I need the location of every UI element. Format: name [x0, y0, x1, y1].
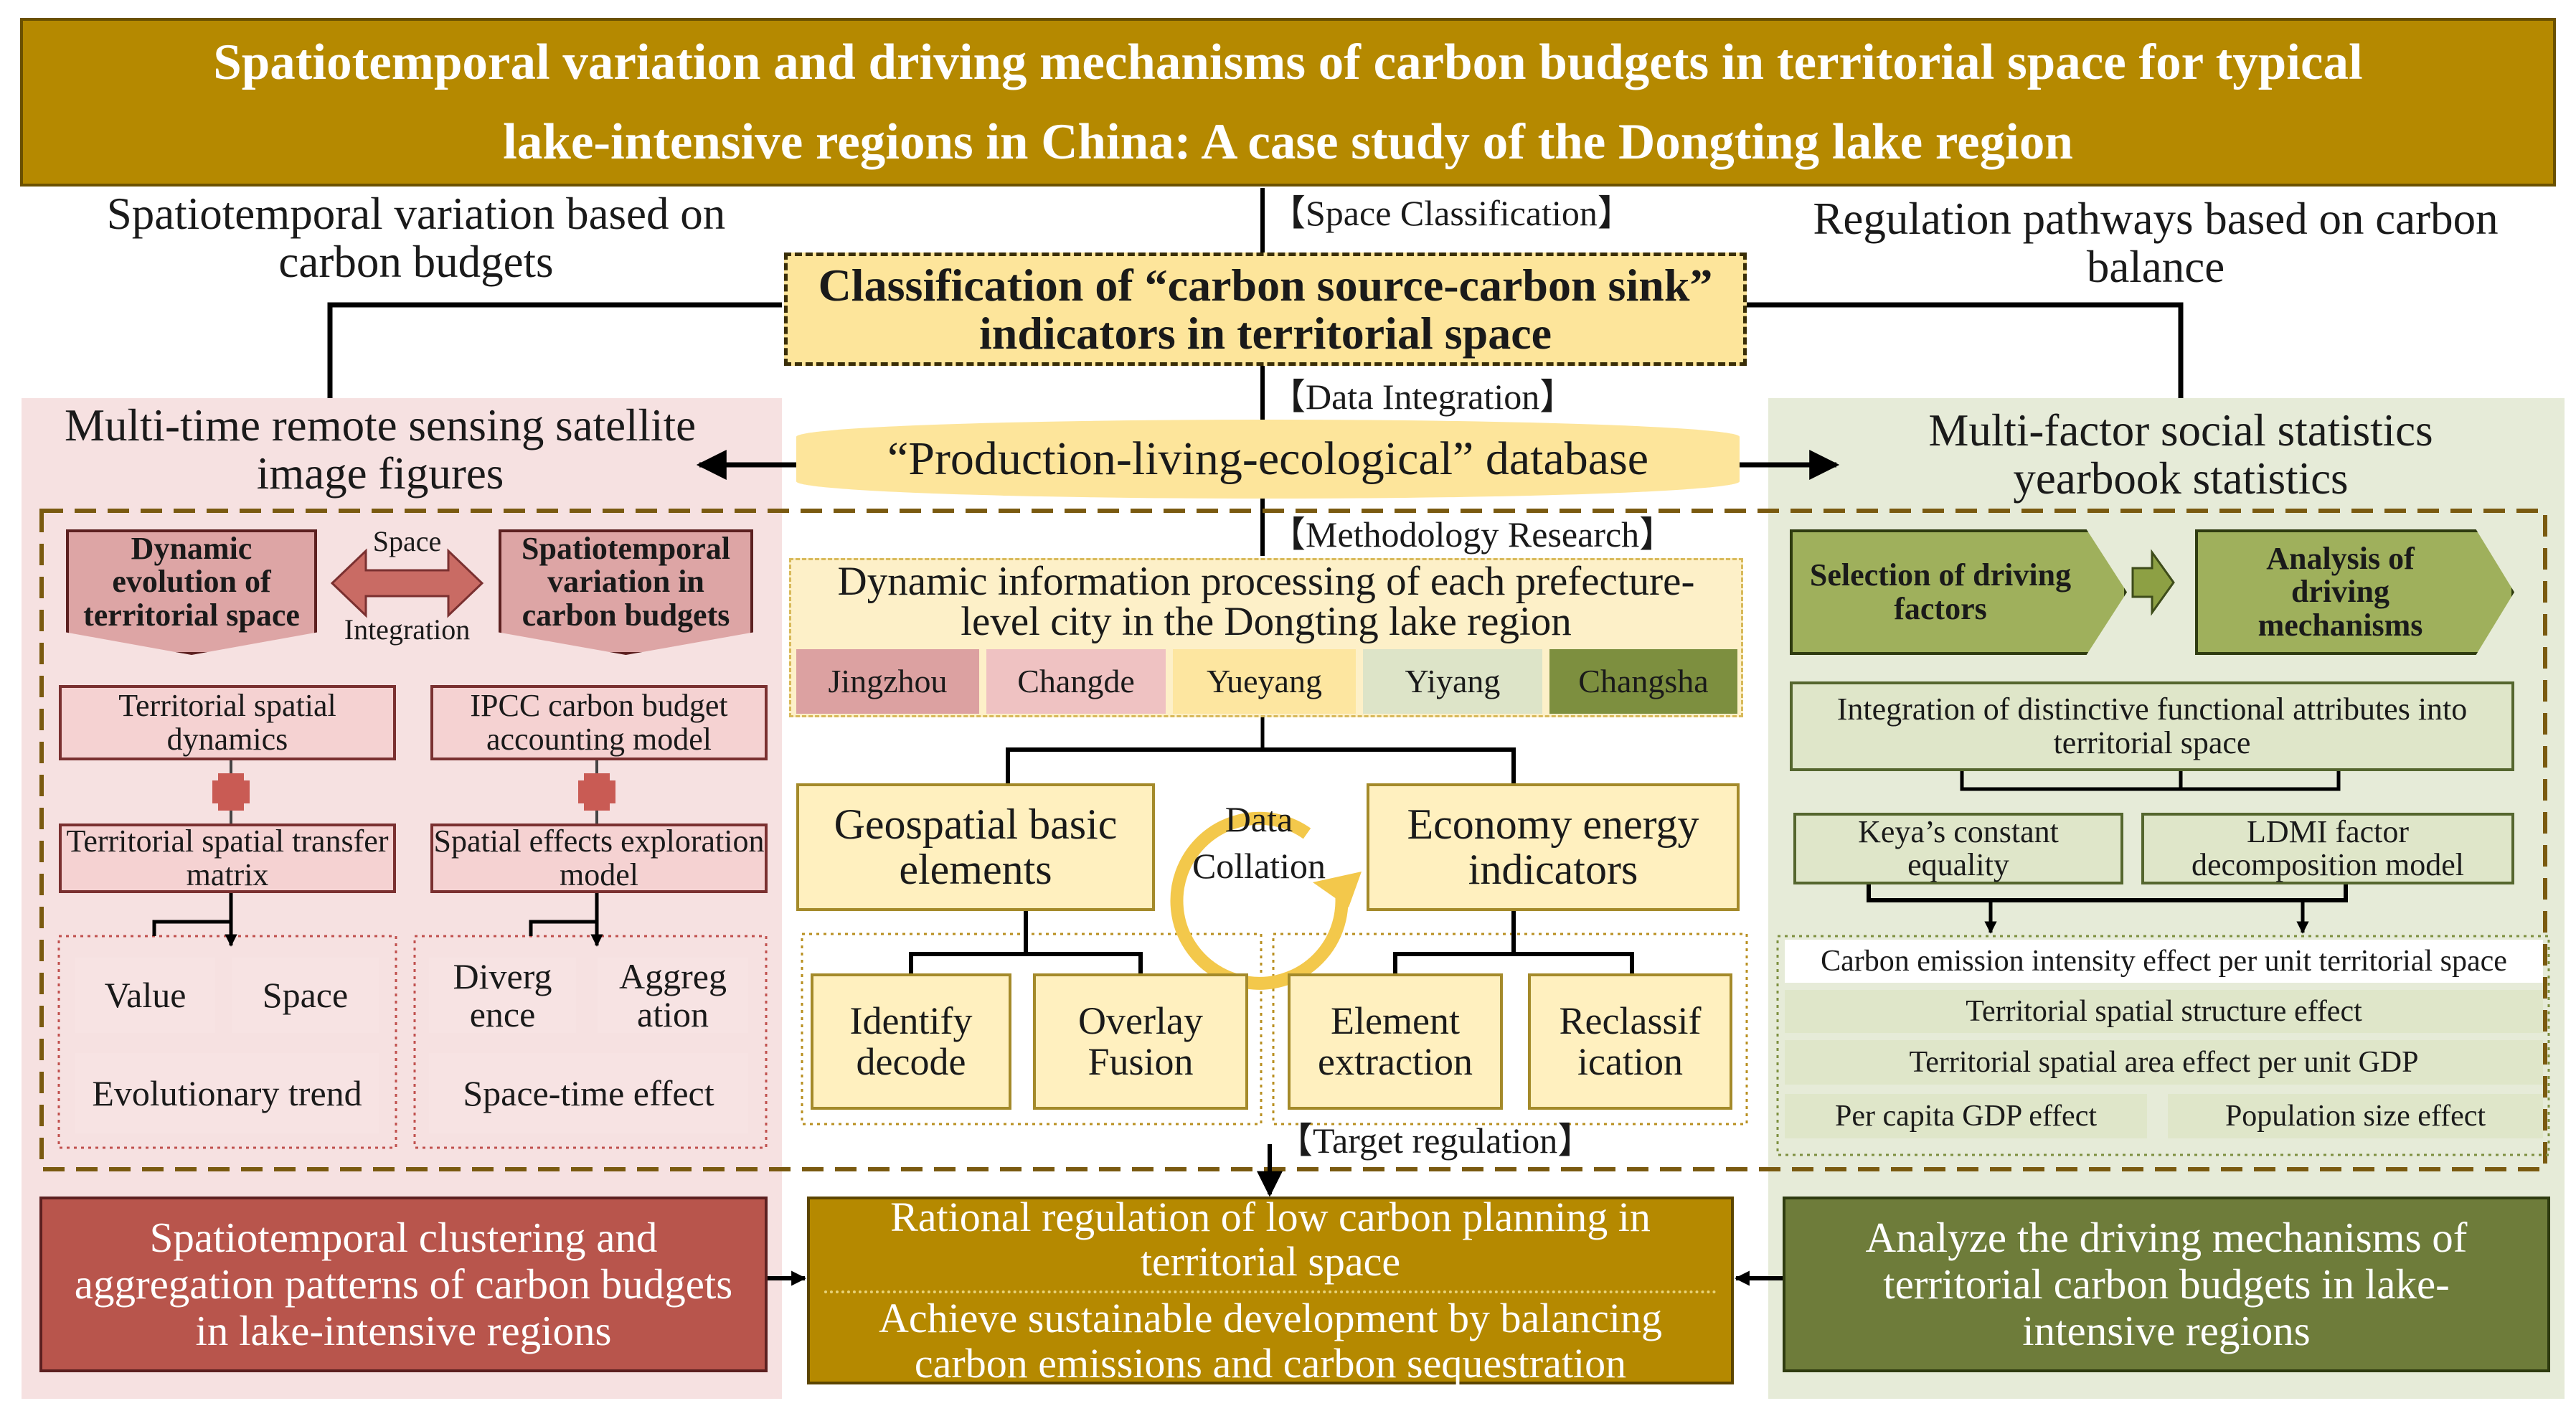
dynamic-info-text: Dynamic information processing of each p…: [837, 559, 1695, 644]
main-title-line-2: lake-intensive regions in China: A case …: [503, 113, 2073, 170]
cell-evolutionary-trend: Evolutionary trend: [75, 1053, 379, 1133]
box-geospatial-elements: Geospatial basic elements: [796, 783, 1155, 911]
database: “Production-living-ecological” database: [796, 420, 1740, 499]
outcome-divider: [824, 1290, 1717, 1293]
left-column-heading: Spatiotemporal variation based on carbon…: [106, 189, 726, 287]
box-economy-energy-indicators: Economy energy indicators: [1367, 783, 1740, 911]
box-ldmi-decomposition-model: LDMI factor decomposition model: [2141, 813, 2514, 884]
city-changsha: Changsha: [1549, 649, 1737, 714]
stage-data-integration: 【Data Integration】: [1270, 377, 1576, 417]
cell-value: Value: [75, 958, 215, 1033]
box-overlay-fusion: Overlay Fusion: [1033, 973, 1248, 1110]
banner-selection-driving-factors: Selection of driving factors: [1790, 529, 2127, 655]
cell-aggregation: Aggreg ation: [598, 958, 748, 1033]
effect-per-capita-gdp: Per capita GDP effect: [1785, 1094, 2147, 1138]
banner-spatiotemporal-variation: Spatiotemporal variation in carbon budge…: [499, 529, 753, 655]
data-collation-label: Data Collation: [1192, 799, 1326, 886]
left-panel-heading: Multi-time remote sensing satellite imag…: [64, 400, 697, 499]
box-spatial-effects-model: Spatial effects exploration model: [430, 824, 768, 893]
outcome-rational-regulation: Rational regulation of low carbon planni…: [807, 1193, 1734, 1387]
classification-box: Classification of “carbon source-carbon …: [784, 253, 1747, 366]
double-arrow-label-top: Space: [372, 525, 442, 557]
box-identify-decode: Identify decode: [811, 973, 1011, 1110]
city-yueyang: Yueyang: [1173, 649, 1356, 714]
box-reclassification: Reclassif ication: [1528, 973, 1732, 1110]
box-ipcc-accounting-model: IPCC carbon budget accounting model: [430, 685, 768, 760]
city-changde: Changde: [986, 649, 1166, 714]
outcome-sustainable-text: Achieve sustainable development by balan…: [879, 1295, 1662, 1387]
box-element-extraction: Element extraction: [1288, 973, 1503, 1110]
box-keya-constant-equality: Keya’s constant equality: [1793, 813, 2123, 884]
double-arrow-label-bottom: Integration: [344, 613, 471, 646]
banner-analysis-driving-mechanisms: Analysis of driving mechanisms: [2195, 529, 2514, 655]
outcome-spatiotemporal-clustering: Spatiotemporal clustering and aggregatio…: [39, 1197, 768, 1372]
banner-dynamic-evolution: Dynamic evolution of territorial space: [66, 529, 317, 655]
effect-population-size: Population size effect: [2168, 1094, 2543, 1138]
outcome-driving-mechanisms: Analyze the driving mechanisms of territ…: [1783, 1197, 2550, 1372]
main-title-line-1: Spatiotemporal variation and driving mec…: [213, 34, 2363, 91]
stage-space-classification: 【Space Classification】: [1270, 193, 1633, 233]
stage-target-regulation: 【Target regulation】: [1277, 1120, 1594, 1161]
stage-methodology-research: 【Methodology Research】: [1270, 514, 1676, 555]
box-territorial-spatial-transfer-matrix: Territorial spatial transfer matrix: [59, 824, 396, 893]
outcome-regulation-text: Rational regulation of low carbon planni…: [890, 1193, 1651, 1285]
effect-territorial-spatial-area: Territorial spatial area effect per unit…: [1785, 1040, 2543, 1085]
cell-space: Space: [232, 958, 379, 1033]
city-jingzhou: Jingzhou: [796, 649, 979, 714]
box-integration-functional-attributes: Integration of distinctive functional at…: [1790, 681, 2514, 771]
city-yiyang: Yiyang: [1363, 649, 1542, 714]
main-title: Spatiotemporal variation and driving mec…: [20, 18, 2556, 187]
cell-space-time-effect: Space-time effect: [429, 1053, 748, 1133]
effect-carbon-emission-intensity: Carbon emission intensity effect per uni…: [1785, 940, 2543, 983]
effect-territorial-spatial-structure: Territorial spatial structure effect: [1785, 990, 2543, 1033]
right-column-heading: Regulation pathways based on carbon bala…: [1813, 194, 2499, 292]
right-panel-heading: Multi-factor social statistics yearbook …: [1928, 405, 2433, 504]
cell-divergence: Diverg ence: [429, 958, 576, 1033]
box-territorial-spatial-dynamics: Territorial spatial dynamics: [59, 685, 396, 760]
